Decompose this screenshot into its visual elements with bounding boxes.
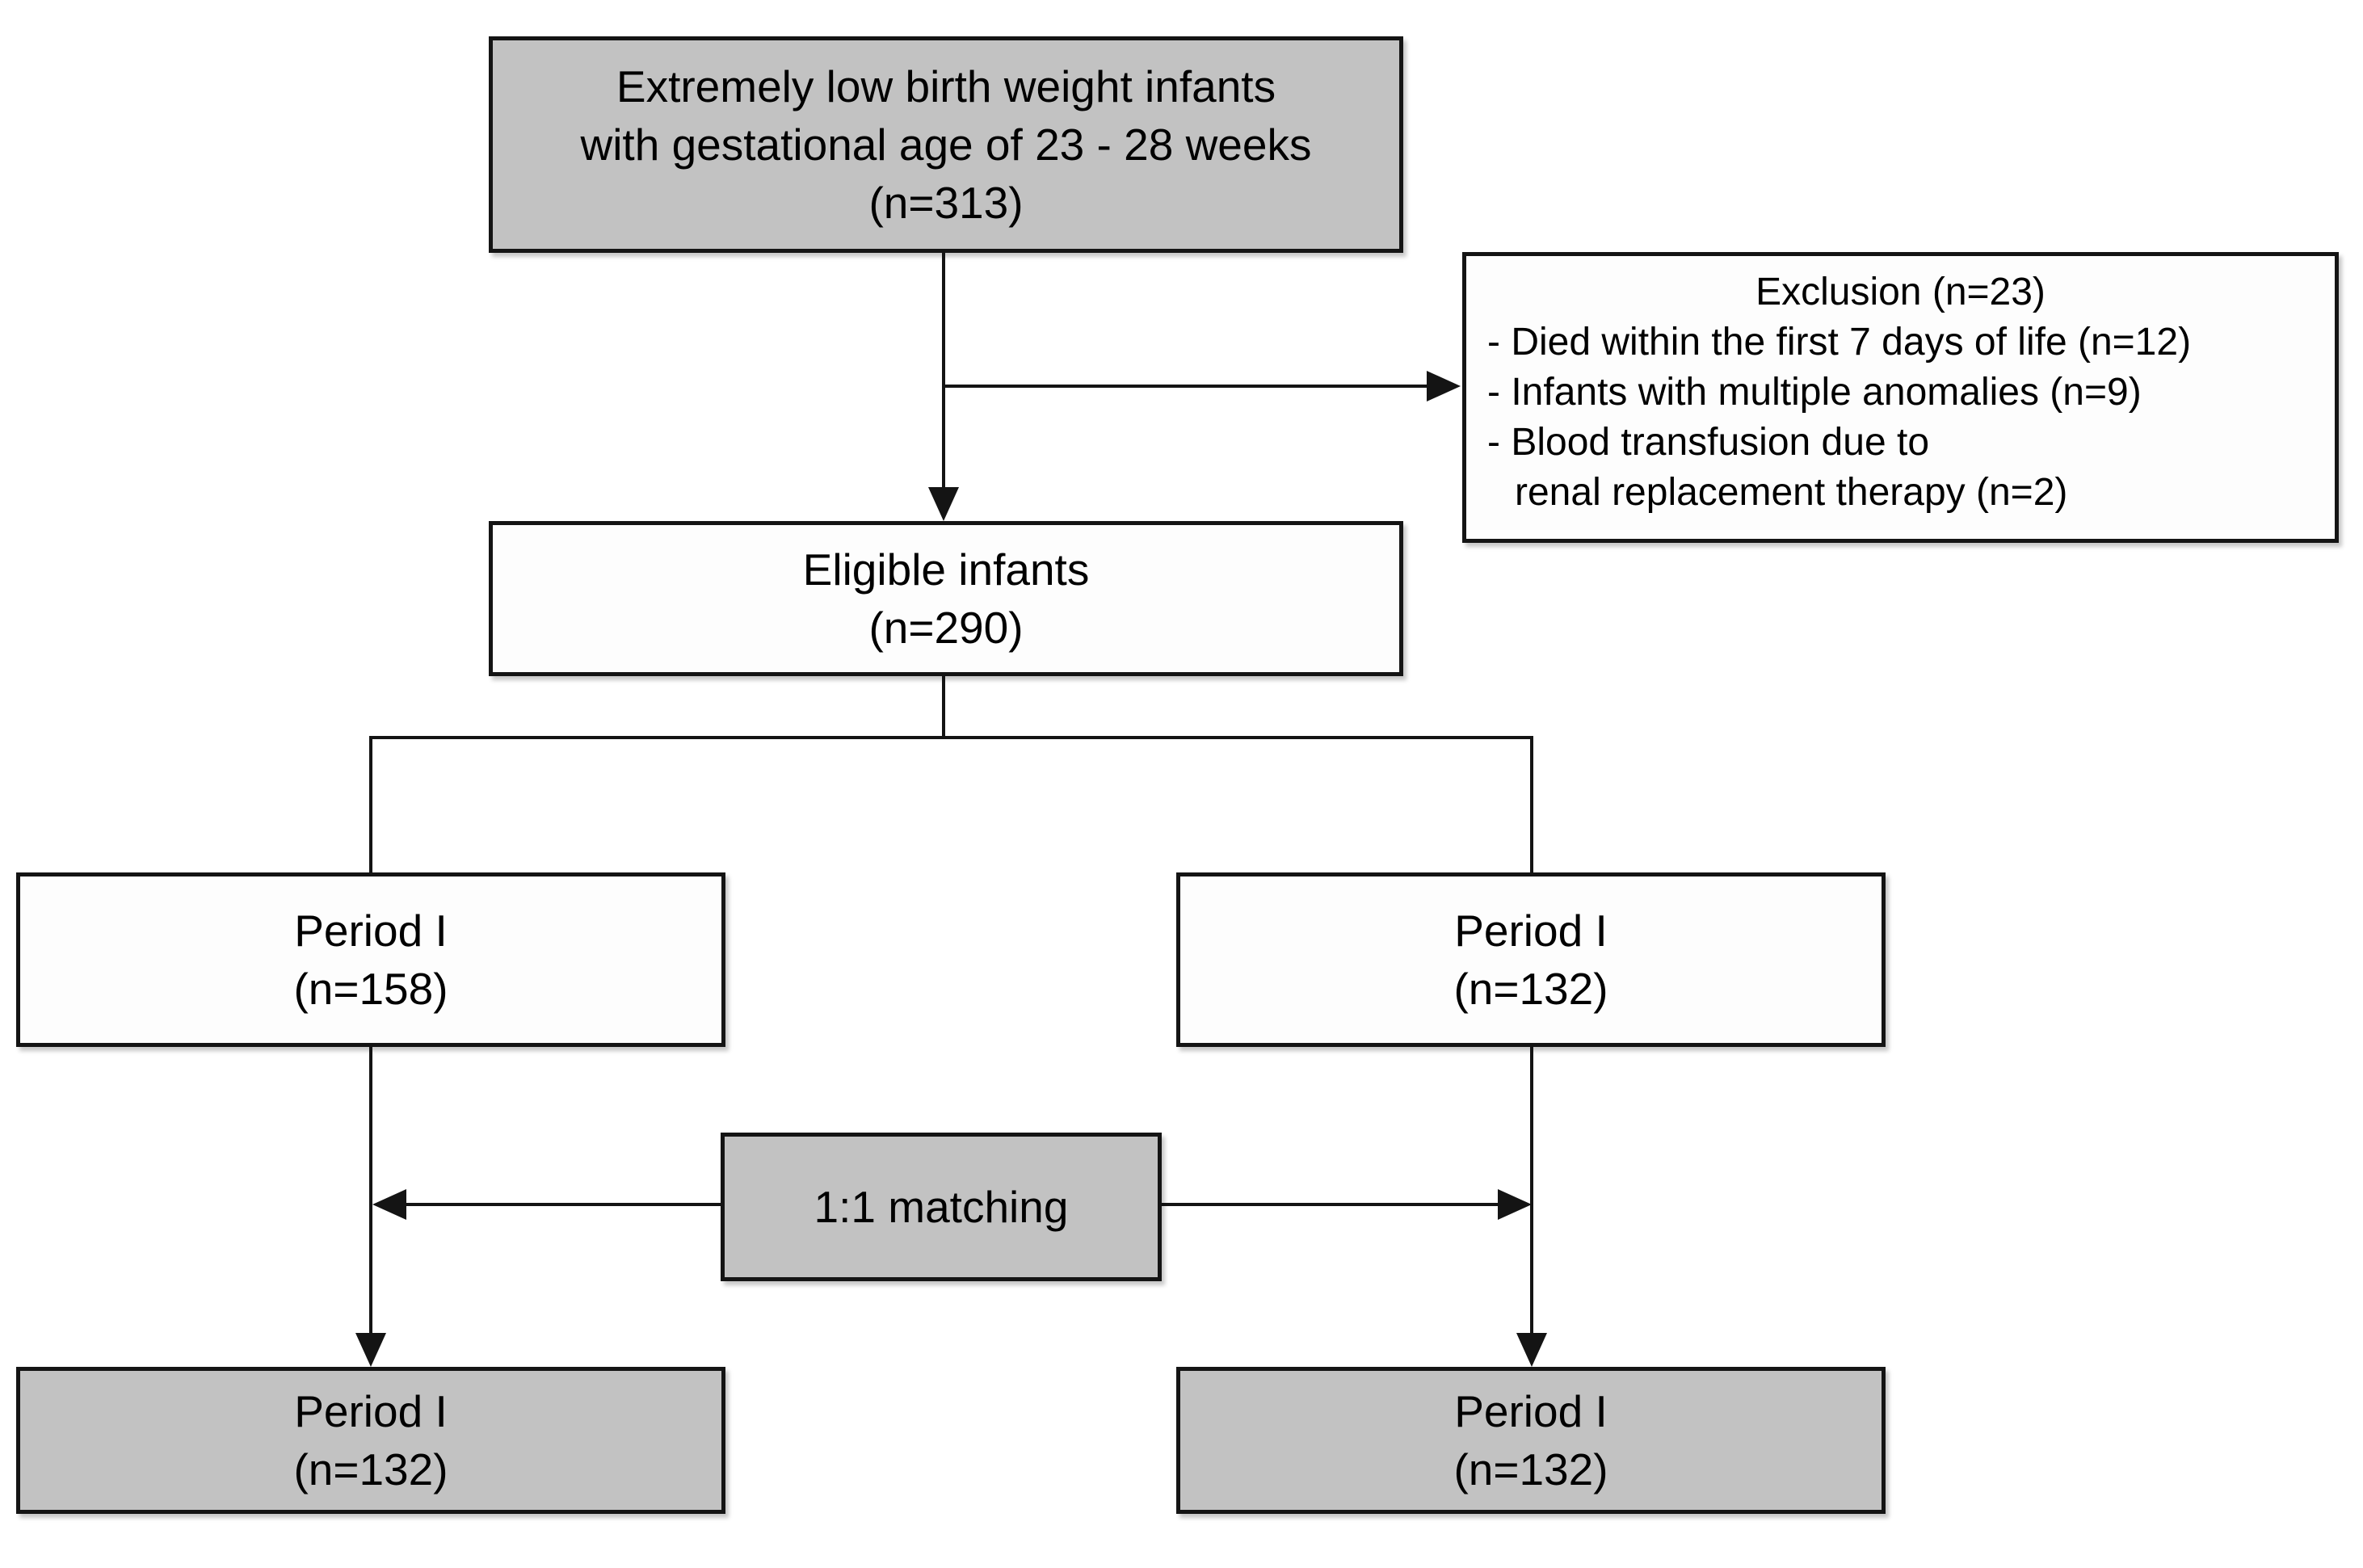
exclusion-box: Exclusion (n=23) - Died within the first… xyxy=(1462,252,2339,543)
connector-eligible-to-branch xyxy=(942,675,945,739)
connector-left-down xyxy=(369,1047,372,1335)
elbw-infants-box: Extremely low birth weight infants with … xyxy=(489,36,1403,253)
exclusion-item-transfusion: - Blood transfusion due to xyxy=(1487,421,1930,464)
period-left-count: (n=158) xyxy=(293,964,448,1014)
branch-left-vertical xyxy=(369,736,372,875)
elbw-line2: with gestational age of 23 - 28 weeks xyxy=(580,120,1312,170)
arrowhead-matching-right xyxy=(1498,1189,1532,1220)
matching-arrow-right-line xyxy=(1160,1203,1498,1206)
matched-left-label: Period I xyxy=(294,1386,448,1436)
connector-to-exclusion xyxy=(944,385,1428,388)
arrowhead-into-exclusion xyxy=(1427,371,1461,401)
period-left-label: Period I xyxy=(294,906,448,956)
arrowhead-into-matched-left xyxy=(355,1333,386,1367)
elbw-count: (n=313) xyxy=(868,178,1024,228)
period-right-count: (n=132) xyxy=(1453,964,1608,1014)
matched-right-box: Period I (n=132) xyxy=(1176,1367,1886,1514)
exclusion-item-anomalies: - Infants with multiple anomalies (n=9) xyxy=(1487,371,2142,414)
branch-right-vertical xyxy=(1530,736,1533,875)
exclusion-item-transfusion-cont: renal replacement therapy (n=2) xyxy=(1515,471,2068,514)
eligible-count: (n=290) xyxy=(868,603,1024,653)
elbw-line1: Extremely low birth weight infants xyxy=(616,61,1276,111)
connector-right-down xyxy=(1530,1047,1533,1335)
matched-left-count: (n=132) xyxy=(293,1444,448,1494)
period-right-label: Period I xyxy=(1454,906,1608,956)
eligible-line1: Eligible infants xyxy=(802,544,1090,595)
exclusion-content: Exclusion (n=23) - Died within the first… xyxy=(1466,256,2335,529)
eligible-infants-box: Eligible infants (n=290) xyxy=(489,521,1403,676)
exclusion-item-died: - Died within the first 7 days of life (… xyxy=(1487,321,2192,364)
connector-top-to-eligible xyxy=(942,253,945,489)
matching-arrow-left-line xyxy=(403,1203,722,1206)
matching-box: 1:1 matching xyxy=(721,1133,1162,1281)
arrowhead-into-matched-right xyxy=(1516,1333,1547,1367)
period-left-box: Period I (n=158) xyxy=(16,872,725,1047)
arrowhead-into-eligible xyxy=(928,487,959,521)
exclusion-title: Exclusion (n=23) xyxy=(1755,271,2046,313)
matching-label: 1:1 matching xyxy=(814,1182,1069,1232)
branch-horizontal-line xyxy=(369,736,1533,739)
matched-right-count: (n=132) xyxy=(1453,1444,1608,1494)
period-right-box: Period I (n=132) xyxy=(1176,872,1886,1047)
matched-right-label: Period I xyxy=(1454,1386,1608,1436)
matched-left-box: Period I (n=132) xyxy=(16,1367,725,1514)
arrowhead-matching-left xyxy=(372,1189,406,1220)
